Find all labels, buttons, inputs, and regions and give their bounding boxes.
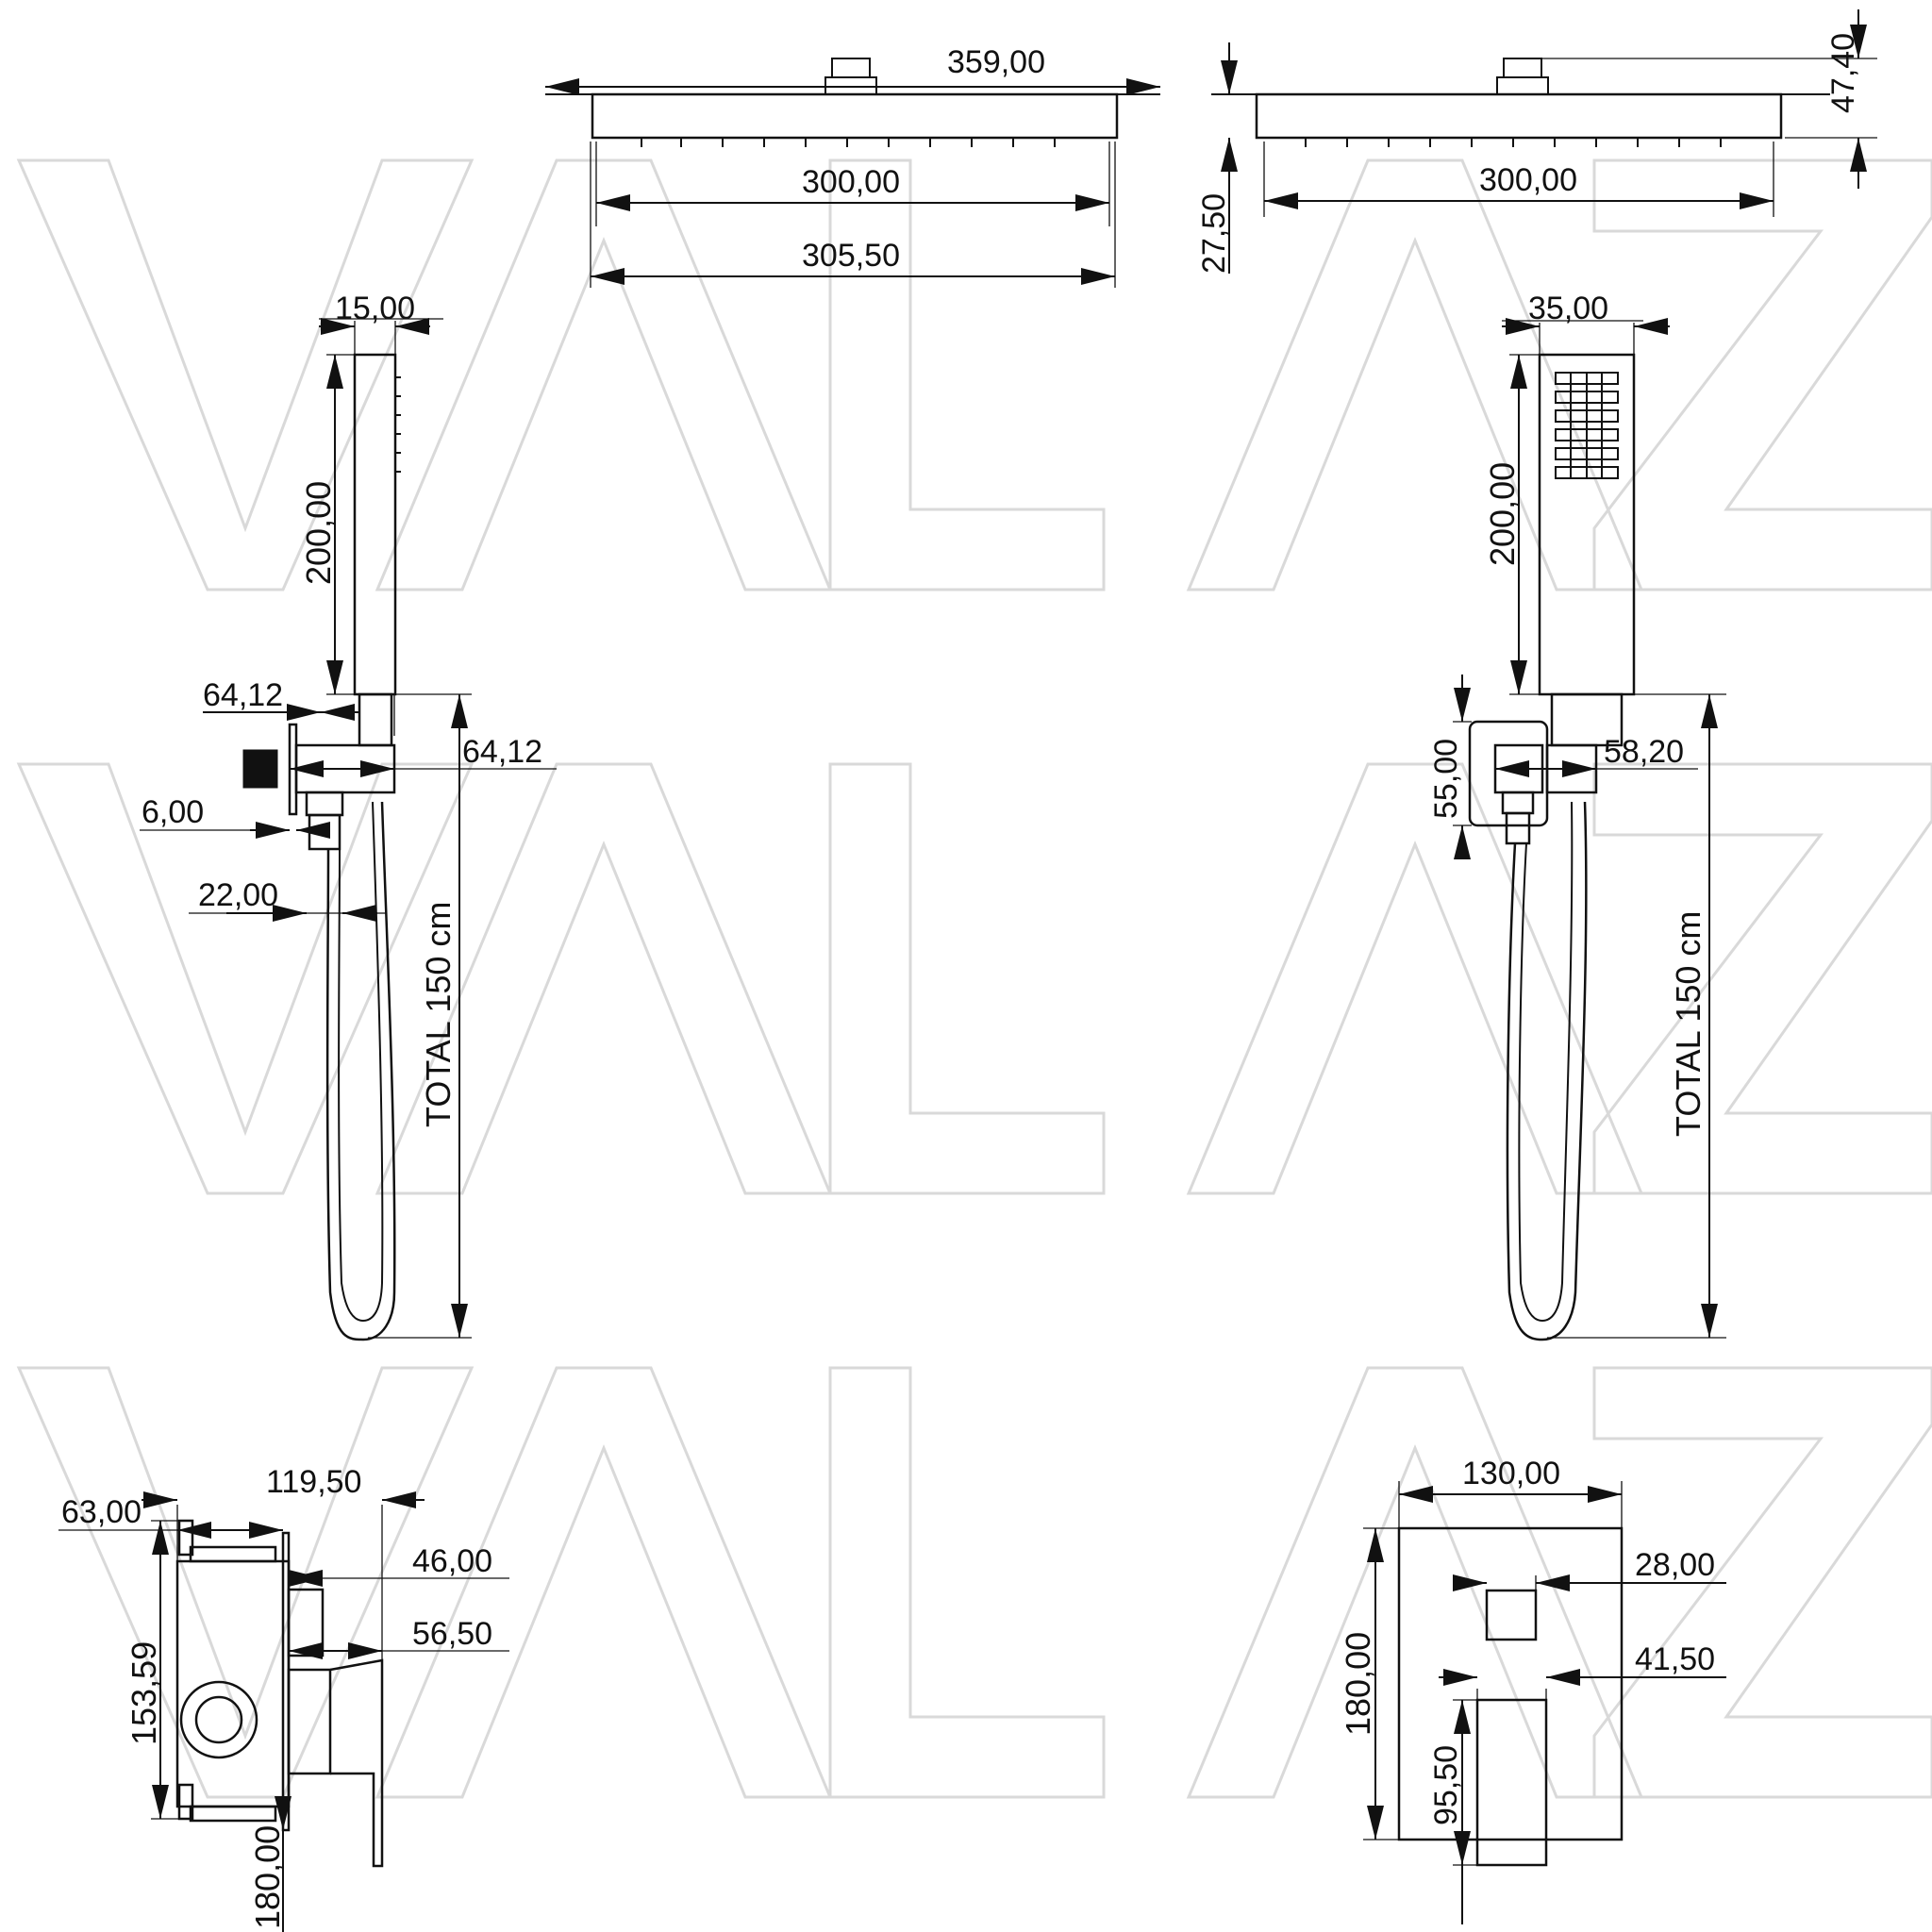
dim-mixer-box-depth: 63,00: [61, 1494, 142, 1530]
dim-mixer-knob-projection: 46,00: [412, 1543, 492, 1579]
dim-rain-side-inner-width: 300,00: [1479, 162, 1577, 198]
dim-rain-thickness: 27,50: [1196, 193, 1232, 274]
dim-rain-inner-width: 300,00: [802, 164, 900, 200]
dim-mixer-lever-width: 41,50: [1635, 1641, 1715, 1677]
dim-mixer-plate-height: 180,00: [1339, 1632, 1377, 1736]
dim-hand-front-hose-total: TOTAL 150 cm: [1669, 911, 1707, 1137]
rain-head-front-view: 359,00 300,00 305,50: [545, 44, 1160, 288]
hand-shower-side-view: 15,00 200,00 64,12 64,12 6,00 22,00 TOTA…: [140, 291, 557, 1341]
dim-mixer-lever-projection: 56,50: [412, 1616, 492, 1652]
dim-hand-side-flange-thickness: 6,00: [142, 794, 204, 830]
dim-mixer-overall-depth: 119,50: [266, 1464, 361, 1500]
dim-hand-side-hose-total: TOTAL 150 cm: [419, 902, 458, 1127]
dim-hand-side-holder-projection: 64,12: [203, 677, 283, 713]
dim-mixer-side-plate-height: 180,00: [248, 1825, 287, 1929]
dim-mixer-plate-width: 130,00: [1462, 1456, 1560, 1491]
dim-hand-side-holder-depth: 64,12: [462, 734, 542, 770]
dim-rain-overall-width: 359,00: [947, 44, 1045, 80]
dim-hand-front-handle-length: 200,00: [1483, 462, 1522, 566]
dim-hand-side-handle-length: 200,00: [299, 481, 338, 585]
dim-hand-front-holder-height: 55,00: [1428, 739, 1464, 819]
dim-hand-front-handle-width: 35,00: [1528, 291, 1608, 326]
dim-hand-side-handle-width: 15,00: [335, 291, 415, 326]
rain-head-side-view: 300,00 27,50 47,40: [1196, 9, 1877, 274]
spray-nozzle-grid: [1555, 372, 1619, 479]
mixer-front-view: 130,00 180,00 28,00 41,50 95,50: [1339, 1456, 1726, 1924]
dim-hand-front-holder-width: 58,20: [1604, 734, 1684, 770]
dim-hand-side-outlet-offset: 22,00: [198, 877, 278, 913]
dim-rain-height: 47,40: [1825, 33, 1861, 113]
dim-mixer-knob-width: 28,00: [1635, 1547, 1715, 1583]
dim-rain-plate-width: 305,50: [802, 238, 900, 274]
dim-mixer-box-height: 153,59: [125, 1641, 163, 1745]
dim-mixer-lever-height: 95,50: [1428, 1745, 1464, 1825]
mixer-side-view: 119,50 63,00 46,00 56,50 153,59 180,00: [58, 1464, 509, 1932]
hand-shower-front-view: 35,00 200,00 55,00 58,20 TOTAL 150 cm: [1428, 291, 1726, 1341]
